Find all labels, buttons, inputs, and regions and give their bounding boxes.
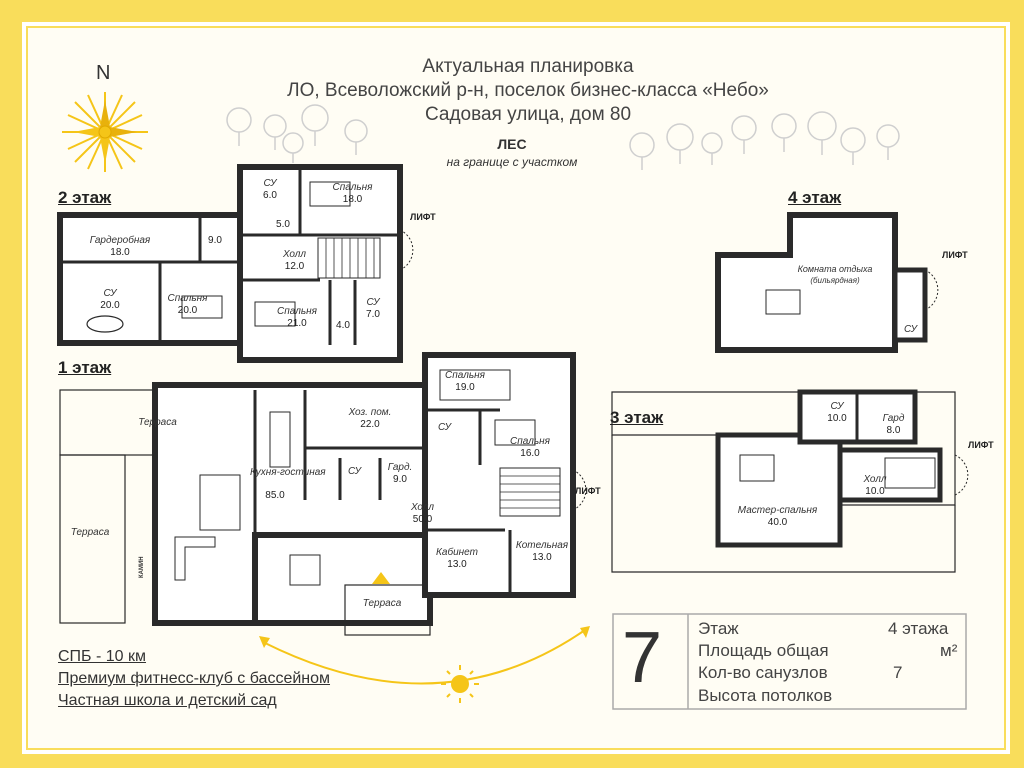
header-street: Садовая улица, дом 80 <box>424 104 632 125</box>
info-fitness: Премиум фитнесс-клуб с бассейном <box>58 670 331 687</box>
room-label: СУ <box>437 422 452 433</box>
sun-path <box>259 626 590 685</box>
floor3-title: 3 этаж <box>610 408 664 427</box>
stats-baths-label: Кол-во санузлов <box>698 663 828 682</box>
room-area: 12.0 <box>284 261 305 272</box>
room-label: Гардеробная <box>89 235 151 246</box>
room-label: Спальня <box>167 293 208 304</box>
stats-baths-value: 7 <box>893 663 903 682</box>
lift-label-f1: ЛИФТ <box>575 486 601 496</box>
room-label: Холл <box>282 249 307 260</box>
room-label: Гард <box>882 413 905 424</box>
room-area: 9.0 <box>393 474 407 485</box>
room-area: 85.0 <box>265 490 285 501</box>
room-area: 19.0 <box>455 382 475 393</box>
floor3-plan <box>611 389 969 573</box>
compass-sun-icon <box>62 92 148 172</box>
entrance-arrow-icon <box>372 572 390 584</box>
stats-ceiling-label: Высота потолков <box>698 686 833 705</box>
room-label: СУ <box>366 297 380 308</box>
info-school: Частная школа и детский сад <box>58 692 277 709</box>
room-area: 5.0 <box>276 219 290 230</box>
forest-note: на границе с участком <box>446 155 578 169</box>
lift-label-f4: ЛИФТ <box>942 250 968 260</box>
forest-label: ЛЕС <box>497 136 527 152</box>
floor2-title: 2 этаж <box>58 188 112 207</box>
stats-box <box>612 613 967 710</box>
room-label: Спальня <box>277 306 317 317</box>
fireplace-label: КАМИН <box>139 556 145 578</box>
room-label: Гард. <box>387 462 413 473</box>
room-label: СУ <box>103 288 117 299</box>
room-area: 10.0 <box>865 486 885 497</box>
floor4-plan <box>715 212 939 353</box>
room-area: 21.0 <box>287 318 307 329</box>
room-label: Кухня-гостиная <box>250 467 326 478</box>
room-label: Комната отдыха <box>797 264 873 274</box>
lift-label-f2: ЛИФТ <box>410 212 436 222</box>
floor1-title: 1 этаж <box>58 358 112 377</box>
room-area: 4.0 <box>336 320 350 331</box>
room-area: 40.0 <box>767 517 788 528</box>
stats-floor-label: Этаж <box>698 619 739 638</box>
room-area: 9.0 <box>208 235 222 246</box>
room-label: Терраса <box>138 417 177 428</box>
stats-area-label: Площадь общая <box>698 641 829 660</box>
room-label: Спальня <box>445 370 485 381</box>
room-label: СУ <box>903 324 918 335</box>
lift-label-f3: ЛИФТ <box>968 440 994 450</box>
room-area: 6.0 <box>263 190 277 201</box>
room-area: 20.0 <box>177 305 198 316</box>
floor1-plan <box>59 352 587 636</box>
sun-icon <box>441 665 479 703</box>
room-label: СУ <box>830 401 844 412</box>
room-area: 8.0 <box>886 425 901 436</box>
room-label: Холл <box>410 502 435 513</box>
header-title: Актуальная планировка <box>422 56 634 77</box>
room-sublabel: (бильярдная) <box>810 276 860 285</box>
room-area: 20.0 <box>100 300 120 311</box>
compass-north-label: N <box>96 62 111 84</box>
room-area: 10.0 <box>827 413 847 424</box>
room-label: СУ <box>347 466 362 477</box>
room-area: 13.0 <box>532 552 552 563</box>
room-area: 7.0 <box>366 309 380 320</box>
floor2-plan <box>57 164 414 363</box>
stats-area-unit: м² <box>940 641 958 660</box>
room-label: Спальня <box>510 436 550 447</box>
room-label: Терраса <box>362 598 402 609</box>
room-label: Холл <box>863 474 887 485</box>
room-area: 18.0 <box>110 247 130 258</box>
stats-floor-value: 4 этажа <box>888 619 949 638</box>
room-label: Хоз. пом. <box>348 407 392 418</box>
room-label: Кабинет <box>436 547 478 558</box>
room-label: СУ <box>263 178 277 189</box>
room-area: 50.0 <box>412 514 433 525</box>
room-label: Котельная <box>515 540 569 551</box>
room-area: 22.0 <box>360 419 380 430</box>
info-distance: СПБ - 10 км <box>58 648 147 665</box>
forest-trees-icon <box>226 104 900 170</box>
stats-big-number: 7 <box>622 618 663 698</box>
room-label: Терраса <box>70 527 110 538</box>
room-label: Мастер-спальня <box>737 505 818 516</box>
room-area: 18.0 <box>342 194 363 205</box>
header-address: ЛО, Всеволожский р-н, поселок бизнес-кла… <box>287 80 769 101</box>
room-area: 16.0 <box>520 448 540 459</box>
room-label: Спальня <box>332 182 373 193</box>
room-area: 13.0 <box>447 559 467 570</box>
floor4-title: 4 этаж <box>788 188 842 207</box>
